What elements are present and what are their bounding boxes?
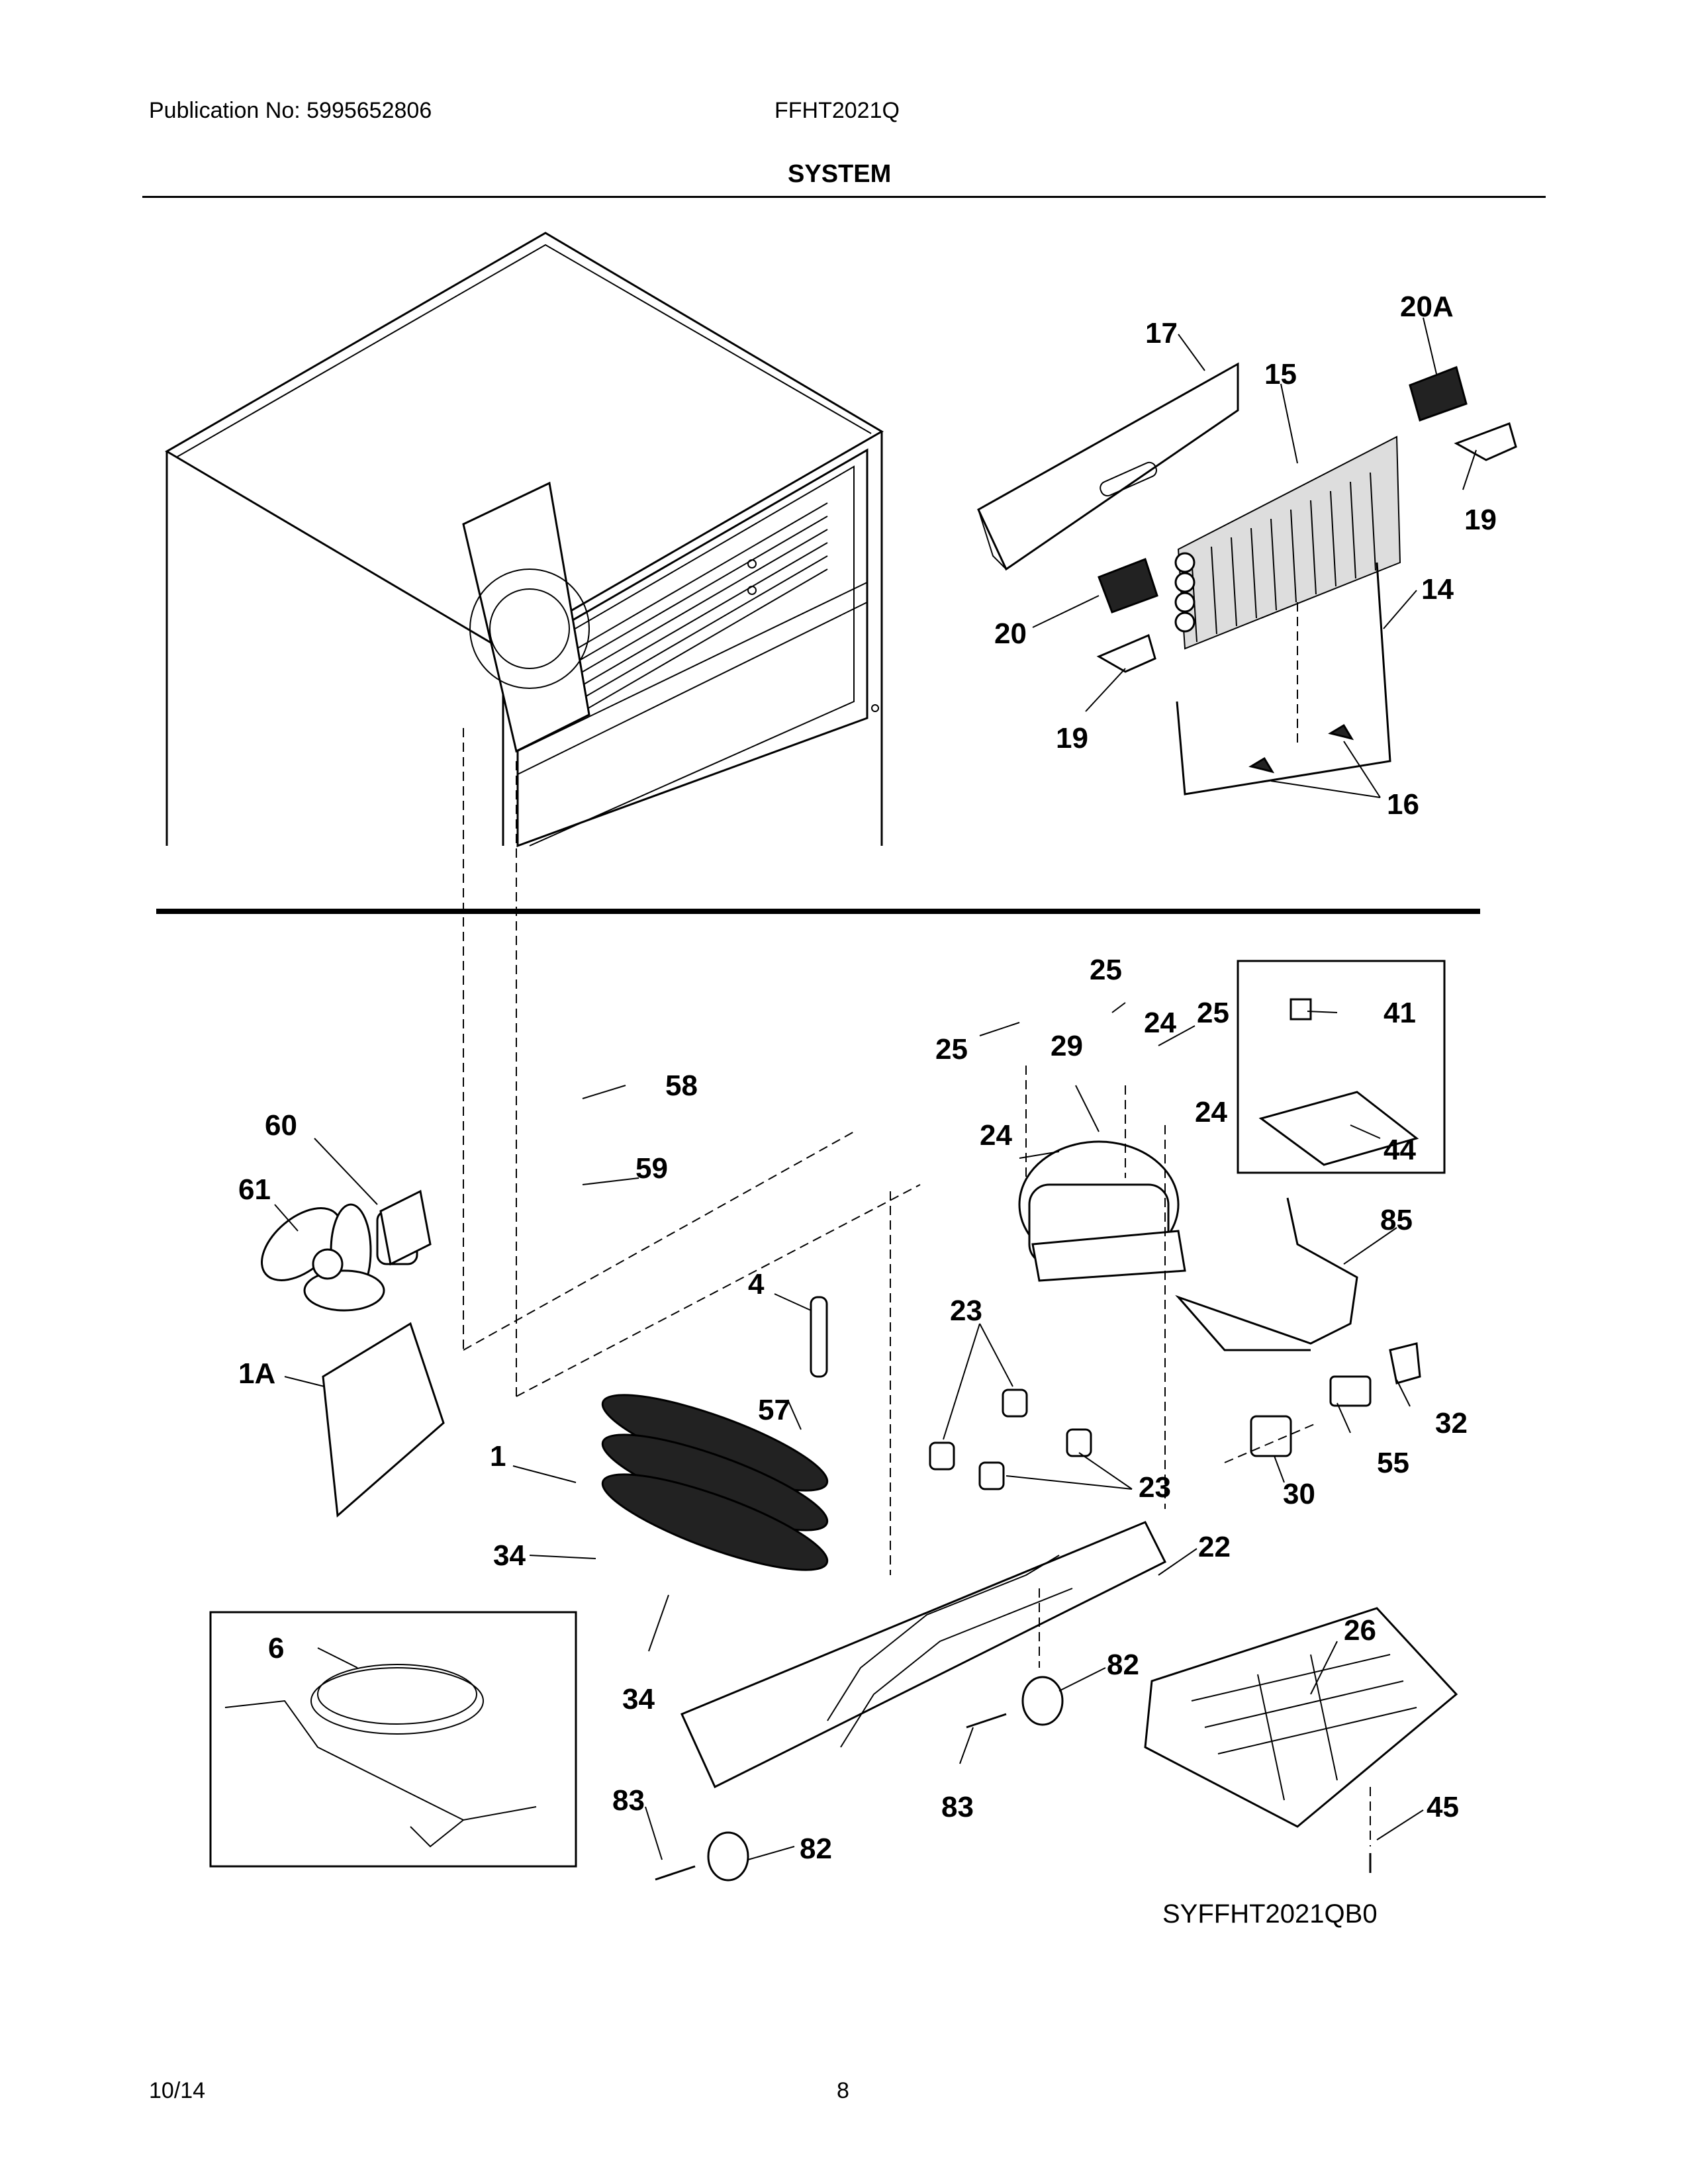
bottom-leaders [274, 1002, 1424, 1860]
callout-45: 45 [1427, 1791, 1459, 1823]
callout-82-left: 82 [800, 1833, 832, 1865]
condenser-coil [601, 1394, 829, 1571]
callout-60: 60 [265, 1109, 297, 1142]
section-divider [156, 909, 1480, 914]
section-title: SYSTEM [788, 160, 892, 188]
model-number: FFHT2021Q [774, 98, 900, 123]
base-pan [680, 1521, 1167, 1789]
callout-26: 26 [1344, 1614, 1376, 1647]
diagram-code: SYFFHT2021QB0 [1162, 1899, 1378, 1929]
grommets [929, 1388, 1092, 1490]
callout-25-left: 25 [935, 1033, 968, 1066]
callout-20: 20 [994, 617, 1027, 650]
publication-number: Publication No: 5995652806 [149, 98, 432, 123]
callout-34-top: 34 [493, 1539, 526, 1572]
callout-29: 29 [1051, 1030, 1083, 1062]
evaporator-assembly [977, 362, 1517, 796]
callout-1a: 1A [238, 1357, 275, 1390]
callout-44: 44 [1383, 1134, 1416, 1166]
callout-83-left: 83 [612, 1784, 645, 1817]
power-cord-inset [209, 1611, 577, 1868]
fan-motor [376, 1189, 432, 1266]
callout-20a: 20A [1400, 291, 1454, 323]
header-rule [142, 196, 1546, 198]
callout-82-right: 82 [1107, 1649, 1139, 1681]
compressor [1018, 1140, 1186, 1282]
callout-24-right: 24 [1195, 1096, 1227, 1128]
rollers [655, 1676, 1372, 1882]
callout-23-bottom: 23 [1139, 1471, 1171, 1504]
cabinet-illustration [165, 232, 884, 848]
callout-19-right: 19 [1464, 504, 1497, 536]
screw-bracket-inset [1237, 960, 1446, 1174]
callout-25-top: 25 [1090, 954, 1122, 986]
relay-overload [1250, 1342, 1421, 1457]
callout-30: 30 [1283, 1478, 1315, 1510]
callout-34-bottom: 34 [622, 1683, 655, 1715]
condenser-fan-shroud [462, 481, 590, 753]
page-number: 8 [837, 2078, 849, 2103]
callout-17: 17 [1145, 317, 1178, 349]
fan-blade [261, 1203, 385, 1312]
callout-25-right: 25 [1197, 997, 1229, 1029]
condenser-cover [322, 1322, 445, 1518]
callout-32: 32 [1435, 1407, 1468, 1439]
callout-1: 1 [490, 1440, 506, 1473]
callout-19-left: 19 [1056, 722, 1088, 754]
callout-6: 6 [268, 1632, 284, 1664]
callout-23-top: 23 [950, 1295, 982, 1327]
callout-61: 61 [238, 1173, 271, 1206]
suction-tube [1175, 1197, 1358, 1351]
callout-24-top: 24 [1144, 1007, 1176, 1039]
callout-85: 85 [1380, 1204, 1413, 1236]
callout-59: 59 [635, 1152, 668, 1185]
callout-14: 14 [1421, 573, 1454, 606]
callout-41: 41 [1383, 997, 1416, 1029]
callout-22: 22 [1198, 1531, 1231, 1563]
callout-24-left: 24 [980, 1119, 1012, 1152]
callout-15: 15 [1264, 358, 1297, 390]
footer-date: 10/14 [149, 2078, 206, 2103]
callout-4: 4 [748, 1268, 765, 1300]
callout-58: 58 [665, 1069, 698, 1102]
drier-filter [810, 1296, 828, 1378]
evaporator-leaders [1032, 317, 1477, 798]
callout-16: 16 [1387, 788, 1419, 821]
callout-55: 55 [1377, 1447, 1409, 1479]
callout-83-right: 83 [941, 1791, 974, 1823]
callout-57: 57 [758, 1394, 790, 1426]
drain-pan [1144, 1607, 1458, 1828]
